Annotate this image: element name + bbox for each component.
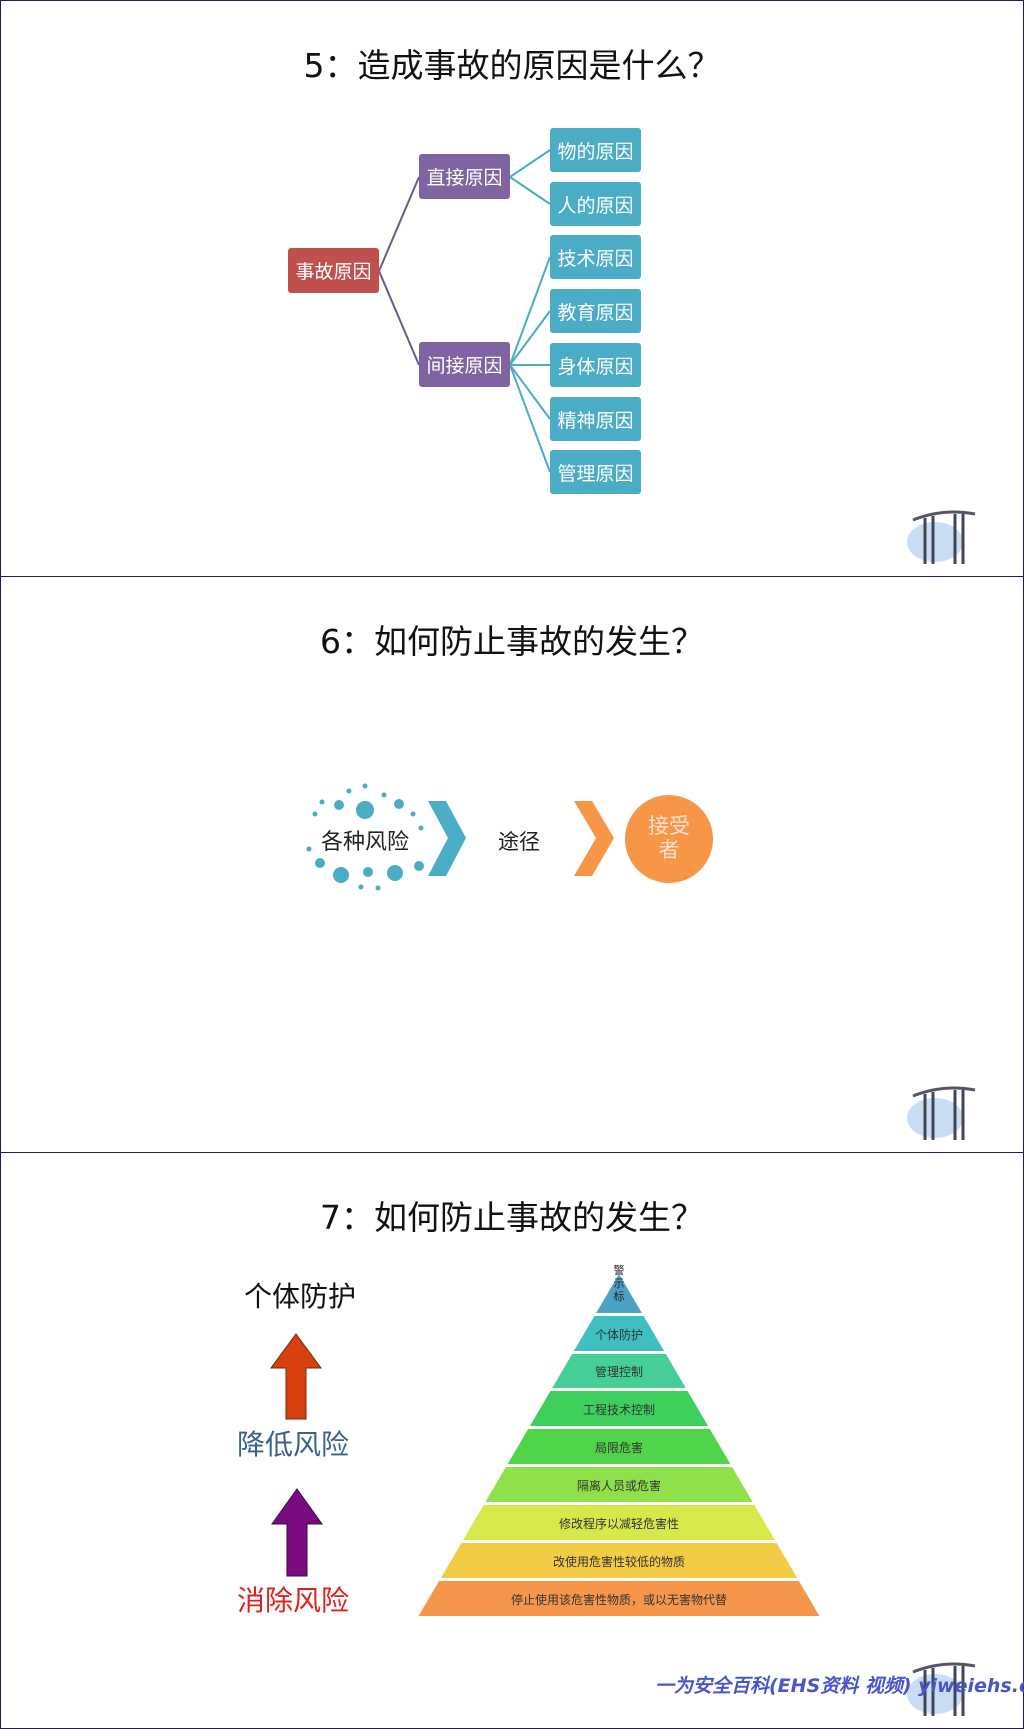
- cause-leaf: 物的原因: [550, 128, 641, 172]
- slide-title: 7：如何防止事故的发生？: [320, 1198, 704, 1237]
- slide-7: 7：如何防止事故的发生？ 个体防护 降低风险 消除风险 警示标个体防护管理控制工…: [0, 1152, 1024, 1729]
- pyramid-level-label: 局限危害: [594, 1440, 643, 1455]
- slide-title: 6：如何防止事故的发生？: [320, 622, 704, 661]
- pyramid-level: [573, 1316, 665, 1351]
- receiver-label: 接受者: [648, 814, 690, 862]
- logo-icon: [907, 1086, 976, 1140]
- pyramid-level: [552, 1354, 686, 1388]
- pyramid-level-label: 改使用危害性较低的物质: [552, 1554, 685, 1569]
- arrow-up-icon: [270, 1333, 322, 1420]
- pyramid-level-label: 管理控制: [594, 1365, 643, 1379]
- pyramid-level: [485, 1467, 753, 1502]
- receiver-circle: [625, 795, 713, 883]
- reduce-risk-label: 降低风险: [237, 1428, 350, 1461]
- eliminate-risk-label: 消除风险: [237, 1584, 350, 1617]
- cause-leaf: 管理原因: [550, 450, 641, 494]
- logo-icon: [907, 1662, 976, 1716]
- pyramid-level-label: 停止使用该危害性物质，或以无害物代替: [510, 1592, 727, 1607]
- logo-icon: [907, 510, 976, 564]
- arrow-up-icon: [271, 1488, 323, 1577]
- root-cause-node: 事故原因: [288, 248, 379, 293]
- pyramid-level: [507, 1429, 731, 1464]
- pyramid-level-label: 个体防护: [594, 1327, 643, 1342]
- slide-6: 6：如何防止事故的发生？ 各种风险 途径 接受者: [0, 576, 1024, 1153]
- watermark: 一为安全百科(EHS资料 视频) yiweiehs.cn: [655, 1675, 1024, 1697]
- direct-cause-node: 直接原因: [419, 154, 510, 199]
- cause-leaf: 技术原因: [550, 235, 641, 279]
- personal-protection-label: 个体防护: [244, 1280, 357, 1313]
- pyramid-level: [418, 1581, 820, 1616]
- pyramid-level-label: 工程技术控制: [582, 1402, 655, 1417]
- slide-5: 5：造成事故的原因是什么？ 事故原因 直接原因 间接原因 物的原因 人的原因 技…: [0, 0, 1024, 577]
- source-label: 各种风险: [321, 830, 410, 855]
- mindmap-connectors: [378, 149, 551, 473]
- pyramid-level-label: 修改程序以减轻危害性: [558, 1516, 679, 1531]
- chevron-right-icon: [428, 801, 466, 876]
- indirect-cause-node: 间接原因: [419, 342, 510, 387]
- pyramid-level: [596, 1274, 642, 1313]
- pyramid-level: [529, 1391, 709, 1426]
- pyramid-level-label: 隔离人员或危害: [576, 1478, 661, 1493]
- cause-leaf: 教育原因: [550, 289, 641, 333]
- chevron-right-icon: [574, 801, 614, 876]
- risk-dots-icon: [306, 783, 713, 891]
- path-label: 途径: [498, 830, 540, 854]
- arrows: [270, 1274, 820, 1616]
- pyramid-level: [463, 1505, 775, 1540]
- slide-title: 5：造成事故的原因是什么？: [303, 46, 721, 85]
- cause-leaf: 人的原因: [550, 182, 641, 226]
- cause-leaf: 身体原因: [550, 343, 641, 387]
- pyramid-level-label: 警示标: [613, 1264, 625, 1303]
- pyramid-level: [440, 1543, 798, 1578]
- cause-leaf: 精神原因: [550, 397, 641, 441]
